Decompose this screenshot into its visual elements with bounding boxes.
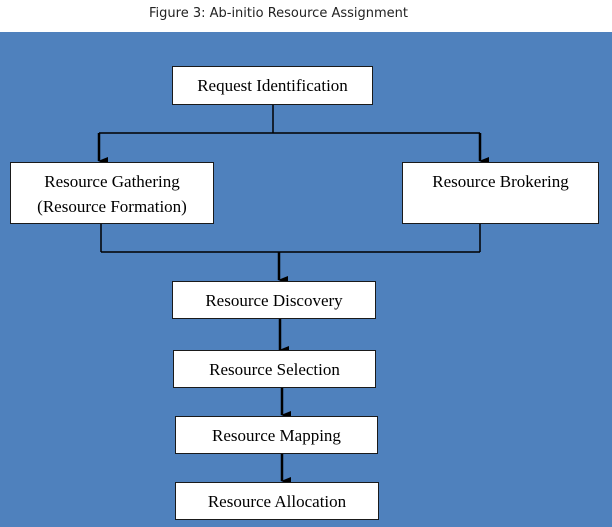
node-label: Resource Discovery	[205, 290, 343, 310]
node-label: Resource Mapping	[212, 425, 341, 445]
node-label: Resource Selection	[209, 359, 340, 379]
node-resource-allocation: Resource Allocation	[175, 482, 379, 520]
figure-caption-area: Figure 3: Ab-initio Resource Assignment	[0, 0, 612, 32]
figure-caption: Figure 3: Ab-initio Resource Assignment	[149, 6, 408, 21]
node-resource-discovery: Resource Discovery	[172, 281, 376, 319]
node-resource-brokering: Resource Brokering	[402, 162, 599, 224]
node-label-line: Resource Gathering	[44, 172, 180, 191]
node-label-line: (Resource Formation)	[37, 197, 187, 216]
node-label: Resource Allocation	[207, 491, 347, 511]
node-resource-gathering: Resource Gathering (Resource Formation)	[10, 162, 214, 224]
node-label: Request Identification	[197, 76, 348, 95]
node-label: Resource Brokering	[432, 172, 569, 191]
node-label: Resource Gathering (Resource Formation)	[37, 169, 187, 219]
node-request-identification: Request Identification	[172, 66, 373, 105]
node-resource-mapping: Resource Mapping	[175, 416, 378, 454]
node-resource-selection: Resource Selection	[173, 350, 376, 388]
